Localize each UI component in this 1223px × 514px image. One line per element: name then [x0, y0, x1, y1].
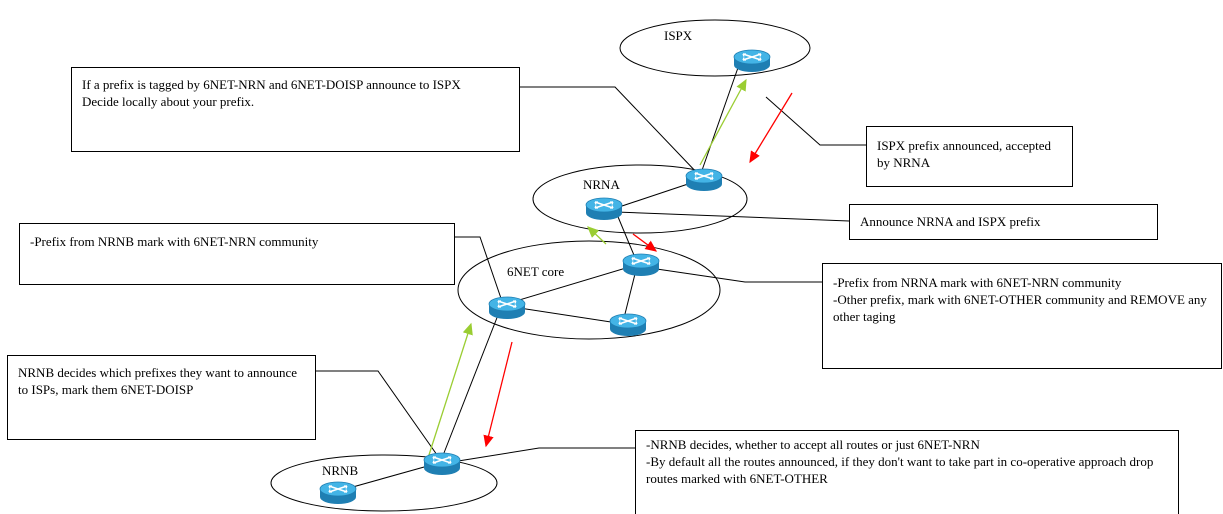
core-cloud	[457, 240, 721, 340]
nrnb-decides-note: NRNB decides which prefixes they want to…	[7, 355, 316, 440]
ispx-policy-note: If a prefix is tagged by 6NET-NRN and 6N…	[71, 67, 520, 152]
nrna-announce-note: Announce NRNA and ISPX prefix	[849, 204, 1158, 240]
nrna-mark-note: -Prefix from NRNA mark with 6NET-NRN com…	[822, 263, 1222, 369]
note-line: Announce NRNA and ISPX prefix	[860, 214, 1041, 229]
note-line: -Other prefix, mark with 6NET-OTHER comm…	[833, 292, 1207, 324]
callout-lines	[316, 86, 880, 463]
nrna-label: NRNA	[583, 177, 620, 192]
nrnb-label: NRNB	[322, 463, 359, 478]
router-icon	[733, 49, 771, 73]
note-line: -Prefix from NRNB mark with 6NET-NRN com…	[30, 234, 319, 249]
note-line: -By default all the routes announced, if…	[646, 454, 1154, 486]
ispx-announced-note: ISPX prefix announced, accepted by NRNA	[866, 126, 1073, 187]
arrow-down-core	[632, 233, 658, 252]
ispx-cloud	[619, 19, 811, 77]
router-icon	[423, 452, 461, 476]
router-icon	[488, 296, 526, 320]
router-icon	[585, 197, 623, 221]
arrow-up-core	[427, 322, 473, 459]
nrna-cloud	[532, 164, 748, 234]
note-line: ISPX prefix announced, accepted by NRNA	[877, 138, 1051, 170]
note-line: -NRNB decides, whether to accept all rou…	[646, 437, 980, 452]
note-line: Decide locally about your prefix.	[82, 94, 255, 109]
router-icon	[609, 313, 647, 337]
router-icon	[319, 481, 357, 505]
arrow-up-ispx	[699, 78, 747, 166]
note-line: NRNB decides which prefixes they want to…	[18, 365, 298, 397]
nrnb-mark-note: -Prefix from NRNB mark with 6NET-NRN com…	[19, 223, 455, 285]
note-line: -Prefix from NRNA mark with 6NET-NRN com…	[833, 275, 1122, 290]
nrnb-accept-note: -NRNB decides, whether to accept all rou…	[635, 430, 1179, 514]
router-icon	[622, 253, 660, 277]
arrow-down-nrna	[749, 92, 793, 164]
ispx-label: ISPX	[664, 28, 693, 43]
nrnb-cloud	[270, 454, 498, 512]
arrow-down-nrnb	[483, 341, 513, 448]
router-icon	[685, 168, 723, 192]
core-label: 6NET core	[507, 264, 565, 279]
note-line: If a prefix is tagged by 6NET-NRN and 6N…	[82, 77, 461, 92]
arrow-up-nrna	[587, 226, 607, 245]
